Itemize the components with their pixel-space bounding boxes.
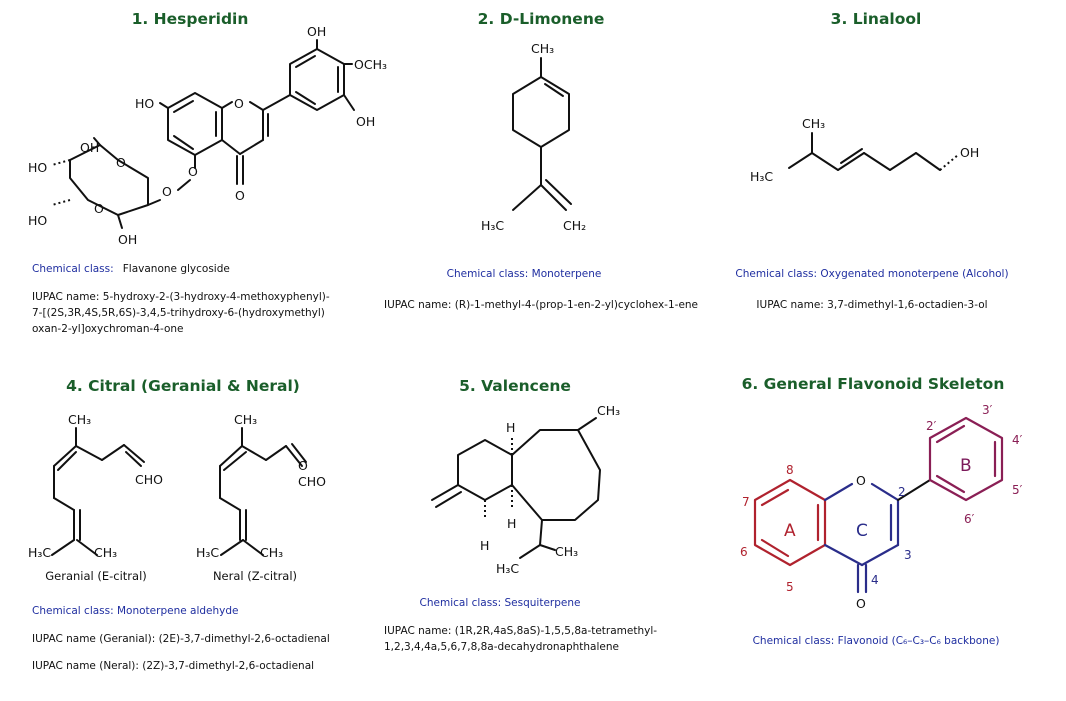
atom-label: CH₃ [597, 403, 620, 418]
atom-label: H₃C [481, 218, 504, 233]
atom-label: CH₃ [555, 544, 578, 559]
atom-label: CH₃ [94, 545, 117, 560]
iupac-name-line: IUPAC name (Neral): (2Z)-3,7-dimethyl-2,… [32, 660, 314, 672]
atom-label: H₃C [496, 561, 519, 576]
neral-structure [219, 427, 307, 556]
atom-label: O [188, 164, 198, 179]
atom-label: HO [28, 213, 47, 228]
geranial-structure [51, 427, 145, 556]
linalool-structure [788, 132, 959, 171]
chemical-class: Chemical class: Monoterpene aldehyde [32, 605, 239, 617]
atom-label: H [480, 538, 489, 553]
limonene-structure [512, 57, 572, 211]
iupac-name-line: IUPAC name: (R)-1-methyl-4-(prop-1-en-2-… [384, 299, 698, 311]
chemical-class: Chemical class: Oxygenated monoterpene (… [735, 268, 1008, 280]
panel-title: 1. Hesperidin [132, 10, 249, 28]
position-number: 8 [786, 463, 794, 477]
position-number: 4′ [1012, 433, 1023, 447]
iupac-name-line: oxan-2-yl]oxychroman-4-one [32, 323, 183, 335]
iupac-name-line: 1,2,3,4,4a,5,6,7,8,8a-decahydronaphthale… [384, 641, 619, 653]
panel-limonene: 2. D-Limonene CH₃ H₃C CH₂ Chemical class… [384, 10, 698, 311]
atom-label: H [506, 420, 515, 435]
panel-valencene: 5. Valencene CH₃ H H H CH₃ H₃C Chemical … [384, 377, 657, 653]
atom-label: O [298, 458, 308, 473]
atom-label: CH₃ [802, 116, 825, 131]
panel-title: 5. Valencene [459, 377, 571, 395]
atom-label: CH₂ [563, 218, 586, 233]
atom-label: H₃C [196, 545, 219, 560]
structure-caption: Geranial (E-citral) [45, 569, 147, 583]
atom-label: O [234, 96, 244, 111]
atom-label: H₃C [750, 169, 773, 184]
atom-label: O [856, 473, 866, 488]
atom-label: HO [28, 160, 47, 175]
iupac-name-line: IUPAC name: 5-hydroxy-2-(3-hydroxy-4-met… [32, 291, 330, 303]
structure-caption: Neral (Z-citral) [213, 569, 297, 583]
atom-label: CH₃ [234, 412, 257, 427]
atom-label: H [507, 516, 516, 531]
atom-label: OH [80, 140, 99, 155]
position-number: 7 [742, 495, 750, 509]
atom-label: O [94, 201, 104, 216]
atom-label: OH [307, 24, 326, 39]
atom-label: OH [356, 114, 375, 129]
position-number: 2 [898, 485, 906, 499]
chemical-class: Chemical class: Flavonoid (C₆–C₃–C₆ back… [753, 635, 1000, 647]
iupac-name-line: IUPAC name (Geranial): (2E)-3,7-dimethyl… [32, 633, 330, 645]
atom-label: OH [118, 232, 137, 247]
atom-label: HO [135, 96, 154, 111]
atom-label: CH₃ [531, 41, 554, 56]
panel-title: 6. General Flavonoid Skeleton [742, 375, 1005, 393]
atom-label: O [235, 188, 245, 203]
atom-label: OH [960, 145, 979, 160]
ring-label-c: C [856, 521, 868, 541]
position-number: 6 [740, 545, 748, 559]
chemical-class: Chemical class: Sesquiterpene [420, 597, 581, 609]
atom-label: H₃C [28, 545, 51, 560]
position-number: 5 [786, 580, 794, 594]
chemical-class: Chemical class: Flavanone glycoside [32, 257, 230, 276]
atom-label: CHO [298, 474, 326, 489]
atom-label: CHO [135, 472, 163, 487]
chemical-class: Chemical class: Monoterpene [447, 268, 602, 280]
position-number: 3 [904, 548, 912, 562]
hesperidin-structure [51, 39, 355, 229]
atom-label: O [856, 596, 866, 611]
panel-linalool: 3. Linalool CH₃ H₃C OH Chemical class: O… [735, 10, 1008, 311]
iupac-name-line: IUPAC name: (1R,2R,4aS,8aS)-1,5,5,8a-tet… [384, 625, 657, 637]
atom-label: O [162, 184, 172, 199]
atom-label: OCH₃ [354, 57, 387, 72]
flavonoid-structure [753, 416, 1004, 594]
position-number: 6′ [964, 512, 975, 526]
position-number: 3′ [982, 403, 993, 417]
position-number: 2′ [926, 419, 937, 433]
panel-title: 2. D-Limonene [478, 10, 605, 28]
position-number: 4 [871, 573, 879, 587]
panel-flavonoid-skeleton: 6. General Flavonoid Skeleton O O A [740, 375, 1023, 647]
panel-title: 4. Citral (Geranial & Neral) [66, 377, 300, 395]
iupac-name-line: IUPAC name: 3,7-dimethyl-1,6-octadien-3-… [756, 299, 987, 311]
ring-label-b: B [960, 456, 972, 476]
ring-label-a: A [784, 521, 796, 541]
atom-label: O [116, 155, 126, 170]
panel-hesperidin: 1. Hesperidin [28, 10, 387, 335]
panel-title: 3. Linalool [831, 10, 922, 28]
valencene-structure [431, 417, 601, 559]
atom-label: CH₃ [260, 545, 283, 560]
atom-label: CH₃ [68, 412, 91, 427]
panel-citral: 4. Citral (Geranial & Neral) [28, 377, 330, 672]
iupac-name-line: 7-[(2S,3R,4S,5R,6S)-3,4,5-trihydroxy-6-(… [32, 307, 325, 319]
position-number: 5′ [1012, 483, 1023, 497]
